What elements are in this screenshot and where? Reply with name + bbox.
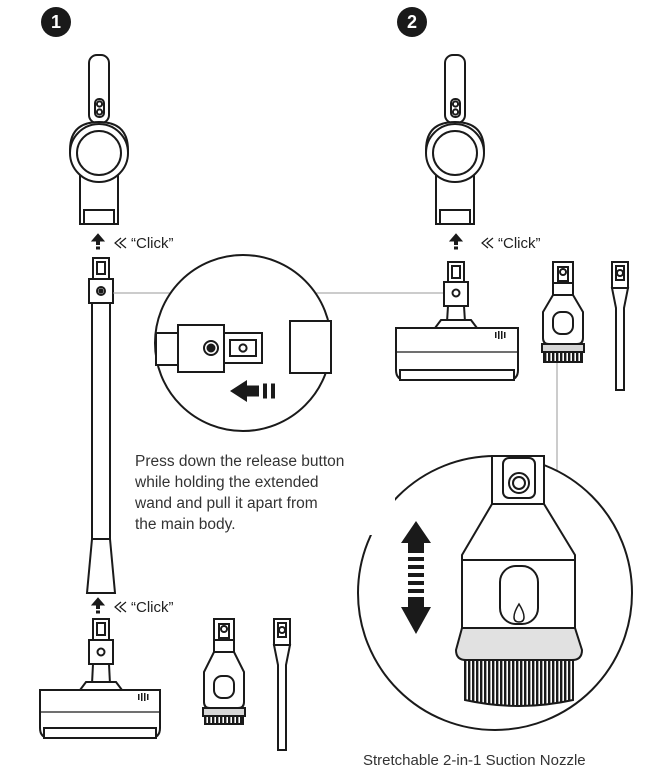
click-arrow-up-icon <box>90 233 127 250</box>
nozzle-caption: Stretchable 2-in-1 Suction Nozzle <box>363 752 586 769</box>
floor-brush-head-step1 <box>39 618 161 739</box>
instruction-line: the main body. <box>135 516 236 533</box>
click-label: “Click” <box>131 235 174 252</box>
crevice-tool-step1 <box>272 618 292 751</box>
vacuum-main-body-step2 <box>424 54 486 225</box>
extension-wand-step1 <box>85 257 117 594</box>
instruction-line: while holding the extended <box>135 474 319 491</box>
crevice-tool-step2 <box>610 261 630 391</box>
suction-nozzle-tool-step2 <box>541 261 585 363</box>
vacuum-main-body-step1 <box>68 54 130 225</box>
instruction-line: Press down the release button <box>135 453 345 470</box>
suction-nozzle-tool-step1 <box>202 618 246 725</box>
release-button-zoom-circle <box>154 254 332 432</box>
stretchable-nozzle-zoom-circle <box>357 455 633 731</box>
vent-marks <box>495 331 506 339</box>
click-arrow-up-icon <box>90 597 127 614</box>
vent-marks <box>138 693 149 701</box>
release-instruction-text: Press down the release button while hold… <box>135 451 395 535</box>
floor-brush-head-step2 <box>395 261 519 381</box>
click-arrow-up-icon <box>448 233 494 250</box>
instruction-line: wand and pull it apart from <box>135 495 318 512</box>
stretch-arrow-vertical-icon <box>401 521 431 634</box>
step-number-badge: 2 <box>397 7 427 37</box>
step-number-badge: 1 <box>41 7 71 37</box>
click-label: “Click” <box>131 599 174 616</box>
click-label: “Click” <box>498 235 541 252</box>
pull-arrow-left-icon <box>230 380 275 402</box>
